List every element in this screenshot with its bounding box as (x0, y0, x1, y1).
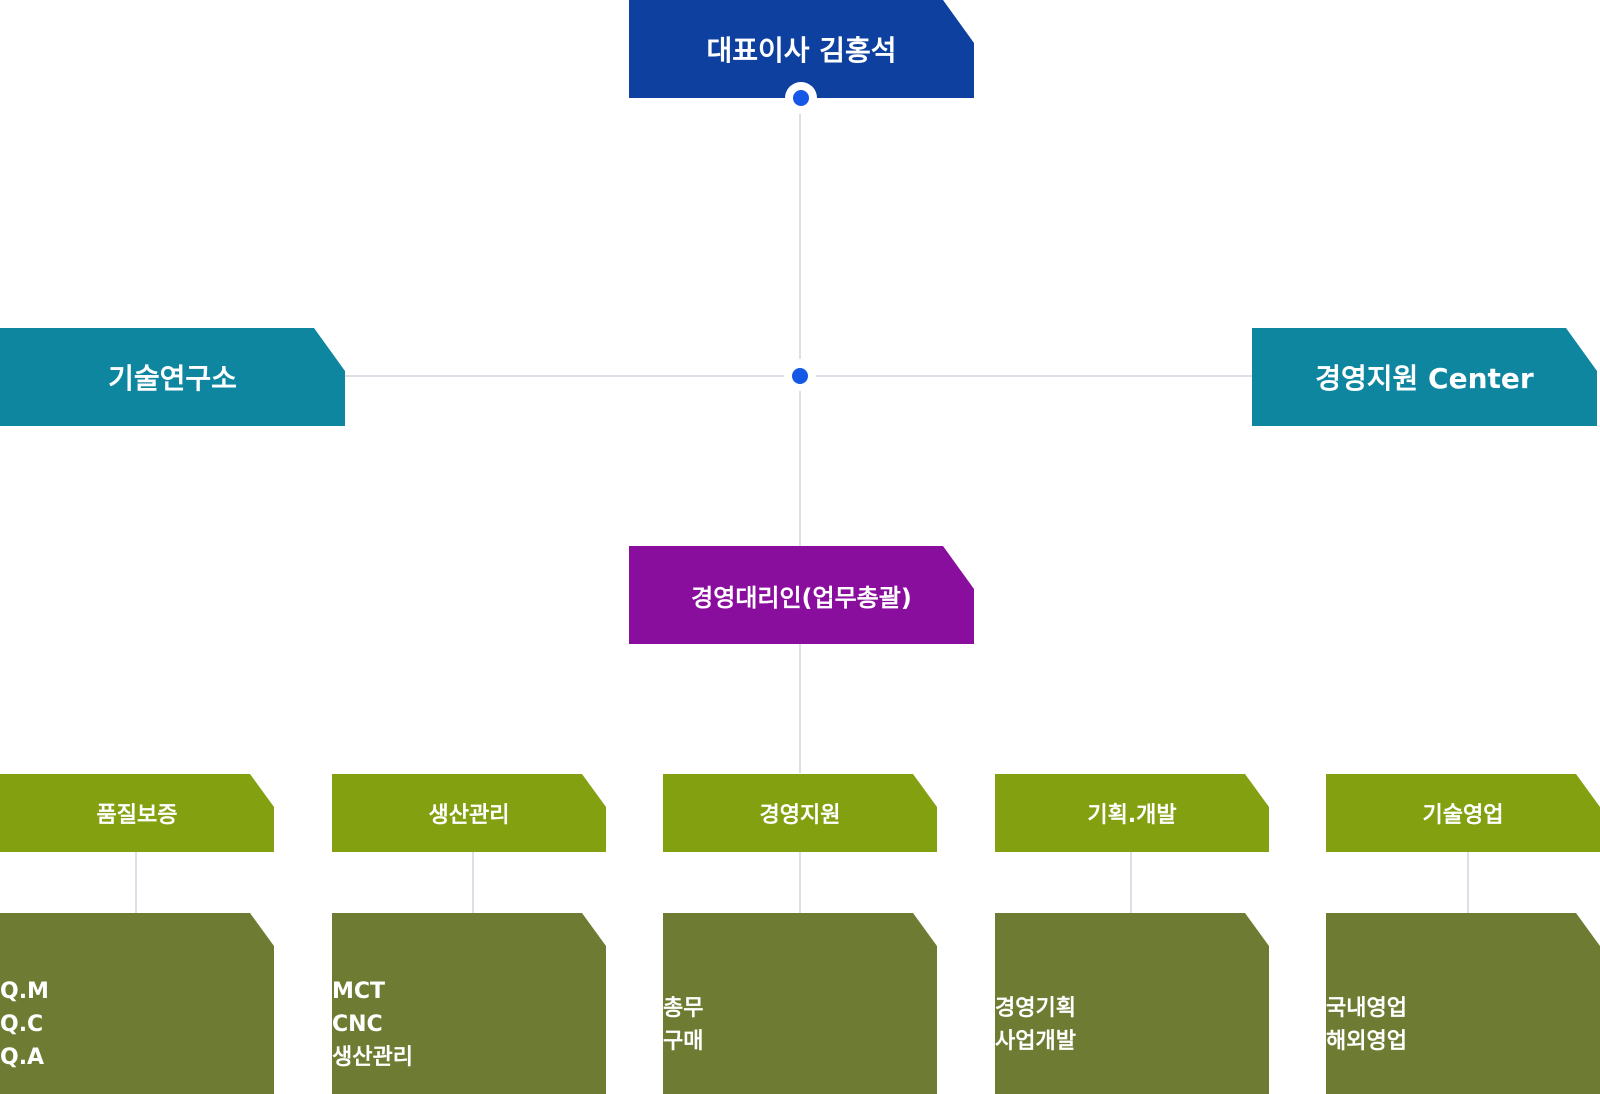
agent-label: 경영대리인(업무총괄) (691, 583, 912, 612)
department-management-label: 경영지원 (759, 803, 841, 828)
connector-management (799, 852, 801, 913)
division-support-box: 경영지원 Center (1252, 328, 1597, 426)
division-rnd-box: 기술연구소 (0, 328, 345, 426)
department-planning-box: 기획.개발 (995, 774, 1269, 852)
department-sales-box: 기술영업 (1326, 774, 1600, 852)
department-production-label: 생산관리 (428, 803, 510, 828)
department-production-box: 생산관리 (332, 774, 606, 852)
team-management-box: 총무 구매 (663, 913, 937, 1094)
connector-planning (1130, 852, 1132, 913)
team-sales-box: 국내영업 해외영업 (1326, 913, 1600, 1094)
connector-ceo-to-agent (799, 97, 801, 773)
connector-production (472, 852, 474, 913)
connector-sales (1467, 852, 1469, 913)
team-item: Q.A (0, 1045, 45, 1070)
team-item: 경영기획 (995, 995, 1076, 1021)
team-item: 해외영업 (1326, 1028, 1407, 1054)
team-item: 구매 (663, 1028, 704, 1054)
ceo-label: 대표이사 김홍석 (706, 34, 897, 67)
division-support-label: 경영지원 Center (1315, 362, 1534, 395)
department-planning-label: 기획.개발 (1087, 803, 1177, 828)
ceo-box: 대표이사 김홍석 (629, 0, 974, 98)
division-rnd-label: 기술연구소 (108, 362, 237, 395)
ceo-connector-dot-inner (793, 90, 809, 106)
agent-box: 경영대리인(업무총괄) (629, 546, 974, 644)
junction-dot-inner (792, 368, 808, 384)
team-item: 생산관리 (332, 1045, 413, 1070)
team-item: CNC (332, 1012, 383, 1037)
team-planning-box: 경영기획 사업개발 (995, 913, 1269, 1094)
team-production-box: MCT CNC 생산관리 (332, 913, 606, 1094)
department-quality-box: 품질보증 (0, 774, 274, 852)
department-management-box: 경영지원 (663, 774, 937, 852)
team-item: Q.C (0, 1012, 44, 1037)
team-item: MCT (332, 979, 386, 1004)
team-item: 총무 (663, 995, 704, 1021)
team-item: Q.M (0, 979, 49, 1004)
department-sales-label: 기술영업 (1422, 803, 1504, 828)
department-quality-label: 품질보증 (96, 803, 178, 828)
connector-qa (135, 852, 137, 913)
team-item: 국내영업 (1326, 995, 1407, 1021)
team-quality-box: Q.M Q.C Q.A (0, 913, 274, 1094)
team-item: 사업개발 (995, 1028, 1076, 1054)
